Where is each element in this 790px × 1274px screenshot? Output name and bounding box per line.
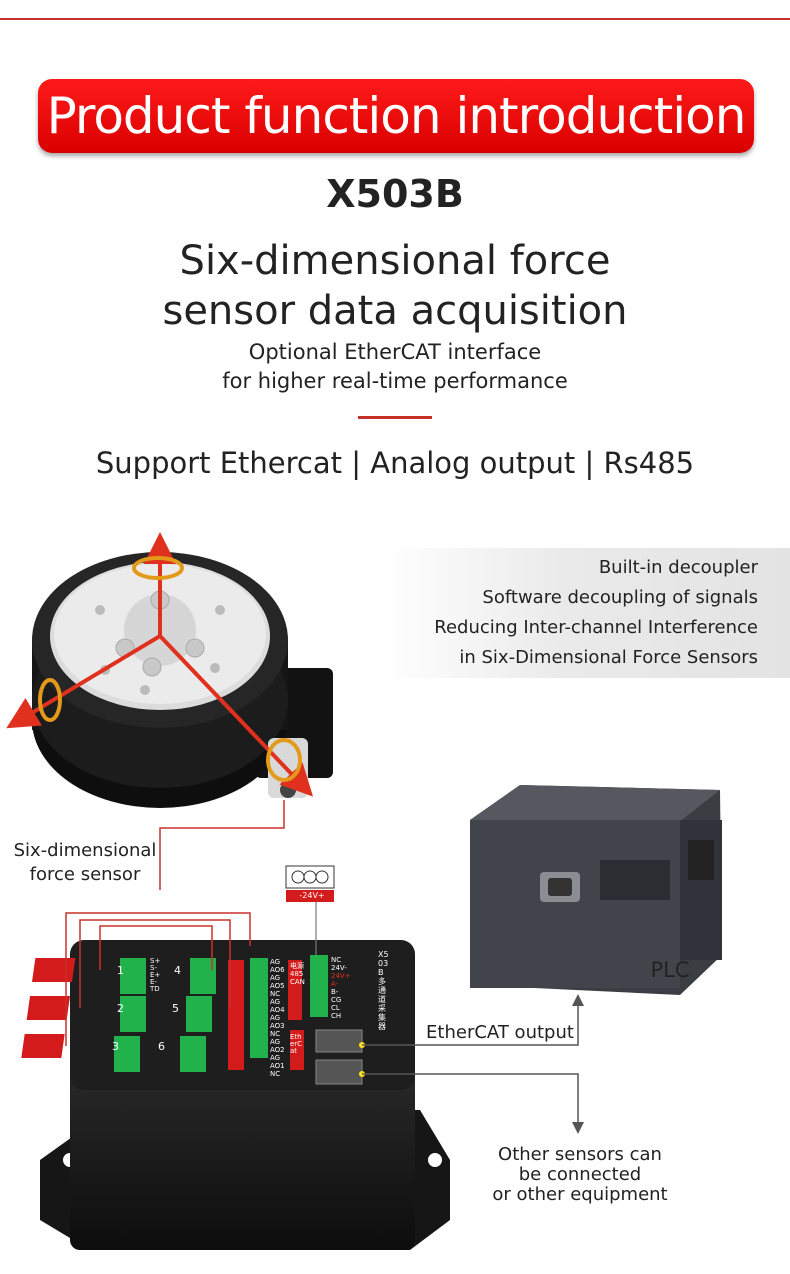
terminal-pin-labels: S+ S- E+ E- TD xyxy=(150,957,161,993)
feature-line: Built-in decoupler xyxy=(598,557,758,578)
device-tags: 电源 485 CAN xyxy=(290,962,305,986)
force-sensor-image xyxy=(6,532,333,808)
other-sensors-line-3: or other equipment xyxy=(492,1184,668,1205)
channel-number: 3 xyxy=(112,1040,119,1053)
accent-divider xyxy=(358,416,432,419)
support-features: Support Ethercat | Analog output | Rs485 xyxy=(95,446,695,480)
acquisition-device-image xyxy=(21,940,450,1250)
feature-line: Software decoupling of signals xyxy=(482,587,758,608)
plc-label: PLC xyxy=(650,958,690,982)
feature-panel xyxy=(382,548,790,678)
feature-line: in Six-Dimensional Force Sensors xyxy=(459,647,758,668)
plc-image xyxy=(470,785,722,995)
model-name: X503B xyxy=(326,172,464,216)
channel-number: 1 xyxy=(117,964,124,977)
channel-number: 4 xyxy=(174,964,181,977)
feature-line: Reducing Inter-channel Interference xyxy=(434,617,758,638)
product-illustration xyxy=(6,532,722,1250)
other-sensors-line-1: Other sensors can xyxy=(498,1144,662,1165)
sensor-label-line-2: force sensor xyxy=(29,864,141,885)
ethercat-tag: EtherCat xyxy=(290,1033,303,1055)
channel-number: 6 xyxy=(158,1040,165,1053)
other-sensors-line-2: be connected xyxy=(518,1164,642,1185)
power-connector-diagram xyxy=(285,865,335,955)
headline-line-1: Six-dimensional force xyxy=(179,238,611,284)
subline-line-1: Optional EtherCAT interface xyxy=(248,340,542,364)
top-divider-line xyxy=(0,18,790,20)
ethercat-output-label: EtherCAT output xyxy=(426,1022,574,1043)
power-connector-label: -24V+ xyxy=(299,891,325,900)
sensor-label-line-1: Six-dimensional xyxy=(13,840,157,861)
subline-line-2: for higher real-time performance xyxy=(222,369,568,393)
headline-line-2: sensor data acquisition xyxy=(162,288,628,334)
device-brand-vertical: X503B多通道采集器 xyxy=(378,950,389,1031)
power-pin-labels: NC 24V- 24V+ A- B- CG CL CH xyxy=(331,956,351,1020)
channel-number: 2 xyxy=(117,1002,124,1015)
channel-number: 5 xyxy=(172,1002,179,1015)
analog-pin-labels: AG AO6 AG AO5 NC AG AO4 AG AO3 NC AG AO2… xyxy=(270,958,285,1078)
section-banner: Product function introduction xyxy=(38,79,754,153)
